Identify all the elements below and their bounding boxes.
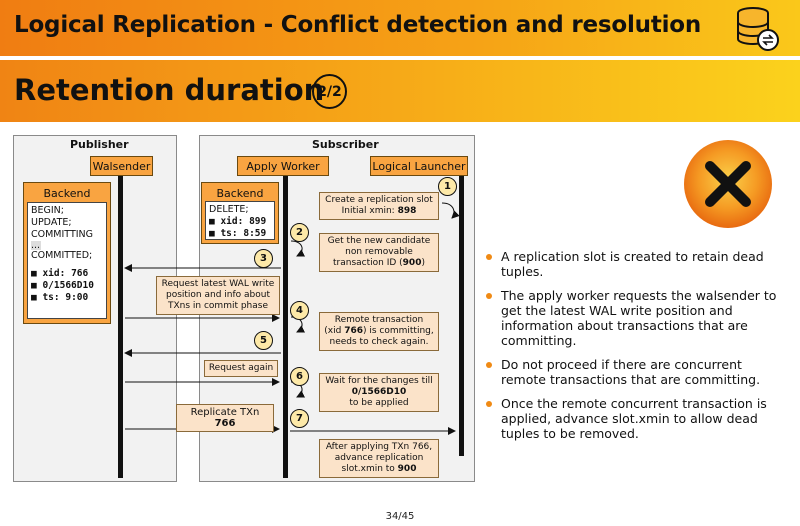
walsender-box: Walsender (90, 156, 153, 176)
pub-backend-line: ... (31, 240, 41, 251)
page-number: 34/45 (385, 511, 415, 522)
section-title: Retention duration (14, 73, 325, 107)
pub-backend-line: COMMITTING (31, 229, 94, 240)
note-create-slot: Create a replication slot Initial xmin: … (319, 192, 439, 220)
step-4-marker: 4 (290, 301, 309, 320)
note-request-again: Request again (204, 360, 278, 377)
apply-worker-lifeline (283, 176, 288, 478)
step-7-marker: 7 (290, 409, 309, 428)
bullet-item: A replication slot is created to retain … (486, 249, 782, 279)
x-mark-icon (684, 140, 772, 228)
publisher-backend-content: BEGIN; UPDATE; COMMITTING ... COMMITTED;… (27, 202, 107, 319)
subscriber-label: Subscriber (312, 138, 379, 151)
database-sync-icon (737, 7, 779, 51)
subscriber-backend-content: DELETE; ■ xid: 899 ■ ts: 8:59 (205, 201, 275, 240)
note-replicate-txn: Replicate TXn 766 (176, 404, 274, 432)
pub-backend-lsn: ■ 0/1566D10 (31, 280, 94, 291)
launcher-lifeline (459, 176, 464, 456)
bullet-item: The apply worker requests the walsender … (486, 288, 782, 348)
header-bar: Logical Replication - Conflict detection… (0, 0, 800, 56)
bullet-list: A replication slot is created to retain … (486, 249, 782, 450)
pub-backend-ts: ■ ts: 9:00 (31, 292, 89, 303)
subheader-bar: Retention duration 2/2 (0, 60, 800, 122)
publisher-backend-label: Backend (43, 187, 91, 200)
step-6-marker: 6 (290, 367, 309, 386)
note-remote-txn: Remote transaction (xid 766) is committi… (319, 312, 439, 351)
slide-title: Logical Replication - Conflict detection… (14, 12, 702, 38)
curl-2 (290, 240, 306, 257)
note-after-applying: After applying TXn 766, advance replicat… (319, 439, 439, 478)
pub-backend-line: BEGIN; (31, 205, 64, 216)
step-1-marker: 1 (438, 177, 457, 196)
publisher-label: Publisher (70, 138, 129, 151)
subscriber-backend-label: Backend (216, 187, 264, 200)
pub-backend-line: COMMITTED; (31, 250, 93, 261)
walsender-lifeline (118, 176, 123, 478)
sub-backend-xid: ■ xid: 899 (209, 216, 267, 227)
step-5-marker: 5 (254, 331, 273, 350)
pub-backend-xid: ■ xid: 766 (31, 268, 89, 279)
page-badge: 2/2 (312, 74, 347, 109)
step-2-marker: 2 (290, 223, 309, 242)
logical-launcher-box: Logical Launcher (370, 156, 468, 176)
note-candidate-xid: Get the new candidate non removable tran… (319, 233, 439, 272)
pub-backend-line: UPDATE; (31, 217, 72, 228)
sub-backend-line: DELETE; (209, 204, 249, 215)
note-wait-changes: Wait for the changes till 0/1566D10 to b… (319, 373, 439, 412)
curl-1 (441, 202, 460, 219)
note-request-wal: Request latest WAL write position and in… (156, 276, 280, 315)
sub-backend-ts: ■ ts: 8:59 (209, 228, 267, 239)
step-3-marker: 3 (254, 249, 273, 268)
apply-worker-box: Apply Worker (237, 156, 329, 176)
bullet-item: Once the remote concurrent transaction i… (486, 396, 782, 441)
bullet-item: Do not proceed if there are concurrent r… (486, 357, 782, 387)
